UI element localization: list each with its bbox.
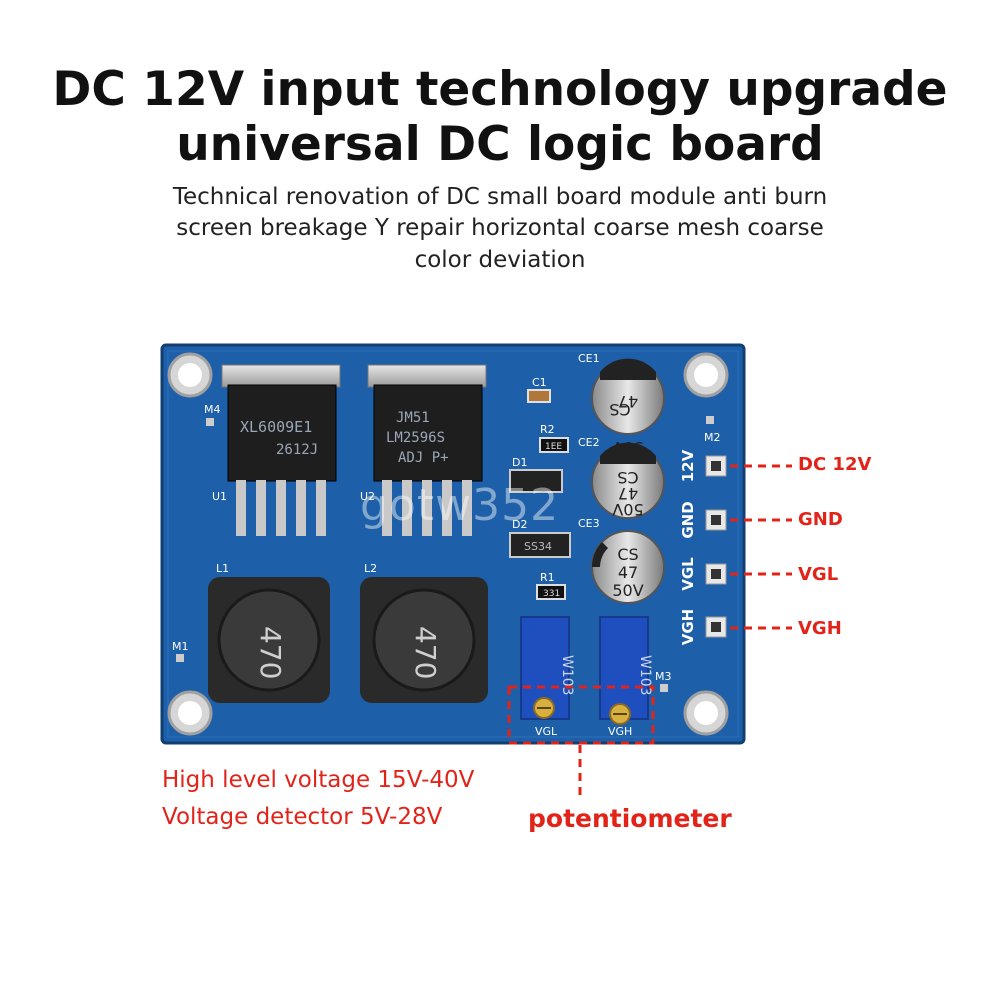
d2-marking: SS34 <box>524 540 552 553</box>
regulator-chip-u1: XL6009E1 2612J <box>221 364 341 536</box>
chip2-marking-2: LM2596S <box>386 430 445 446</box>
silk-l1: L1 <box>216 562 229 575</box>
r2-value: 1EE <box>545 442 562 452</box>
silk-ce3: CE3 <box>578 517 600 530</box>
regulator-chip-u2: JM51 LM2596S ADJ P+ <box>367 364 487 536</box>
diode-d2 <box>509 532 571 558</box>
svg-text:CS: CS <box>617 468 638 487</box>
inductor1-marking: 470 <box>254 626 287 679</box>
silk-ce2: CE2 <box>578 436 600 449</box>
silk-l2: L2 <box>364 562 377 575</box>
capacitor-ce2: CS 47 50V <box>591 442 665 519</box>
pot2-marking: W103 <box>637 655 653 696</box>
callout-lines <box>507 464 792 800</box>
subtitle-line2: screen breakage Y repair horizontal coar… <box>176 215 824 241</box>
svg-text:50V: 50V <box>612 500 643 519</box>
potentiometer-vgl[interactable]: W103 <box>520 616 575 720</box>
subtitle-line1: Technical renovation of DC small board m… <box>172 184 828 210</box>
mounting-holes <box>167 352 729 736</box>
page-title-line1: DC 12V input technology upgrade <box>52 62 948 117</box>
silk-m2: M2 <box>704 431 721 444</box>
silk-m3: M3 <box>655 670 672 683</box>
pot1-marking: W103 <box>559 655 575 696</box>
chip2-marking-3: ADJ P+ <box>398 450 449 466</box>
svg-text:CS: CS <box>617 545 638 564</box>
silk-vgh-pot: VGH <box>608 725 632 738</box>
svg-text:47: 47 <box>618 392 638 411</box>
silk-d1: D1 <box>512 456 527 469</box>
pin-label-dc12v: DC 12V <box>798 454 872 475</box>
svg-text:50V: 50V <box>612 581 643 600</box>
silk-vgl-pot: VGL <box>535 725 558 738</box>
capacitor-c1 <box>527 389 551 403</box>
voltage-note-detector: Voltage detector 5V-28V <box>162 804 443 830</box>
capacitor-ce3: CS 47 50V <box>591 530 665 604</box>
silk-m1: M1 <box>172 640 189 653</box>
pin-label-vgh: VGH <box>798 618 842 639</box>
silk-d2: D2 <box>512 518 527 531</box>
watermark-text: gotw352 <box>360 480 560 531</box>
diode-d1 <box>509 469 563 493</box>
silk-m4: M4 <box>204 403 221 416</box>
inductor2-marking: 470 <box>409 626 442 679</box>
silk-12v: 12V <box>679 449 697 482</box>
svg-text:47: 47 <box>618 563 638 582</box>
silk-r1: R1 <box>540 571 555 584</box>
silk-ce1: CE1 <box>578 352 600 365</box>
svg-text:47: 47 <box>618 484 638 503</box>
svg-text:CS: CS <box>609 400 630 419</box>
resistor-r2 <box>539 437 569 453</box>
pin-label-gnd: GND <box>798 509 843 530</box>
chip1-marking-1: XL6009E1 <box>240 418 312 436</box>
voltage-note-high: High level voltage 15V-40V <box>162 767 475 793</box>
pin-pads <box>176 416 727 692</box>
silk-vgl: VGL <box>679 557 697 591</box>
inductor-l2: 470 <box>360 577 488 703</box>
inductor-l1: 470 <box>208 577 330 703</box>
pin-label-vgl: VGL <box>798 564 839 585</box>
silk-c1: C1 <box>532 376 547 389</box>
page-title-line2: universal DC logic board <box>176 117 824 172</box>
resistor-r1 <box>536 584 566 600</box>
chip2-marking-1: JM51 <box>396 410 430 426</box>
silk-gnd: GND <box>679 501 697 538</box>
silk-u1: U1 <box>212 490 227 503</box>
potentiometer-label: potentiometer <box>528 804 732 833</box>
silk-r2: R2 <box>540 423 555 436</box>
r1-value: 331 <box>543 589 560 599</box>
chip1-marking-2: 2612J <box>276 442 318 458</box>
silk-u2: U2 <box>360 490 375 503</box>
capacitor-ce1: CS 47 50V <box>591 358 665 457</box>
subtitle-line3: color deviation <box>414 247 586 273</box>
potentiometer-vgh[interactable]: W103 <box>599 616 653 725</box>
silk-vgh: VGH <box>679 609 697 645</box>
